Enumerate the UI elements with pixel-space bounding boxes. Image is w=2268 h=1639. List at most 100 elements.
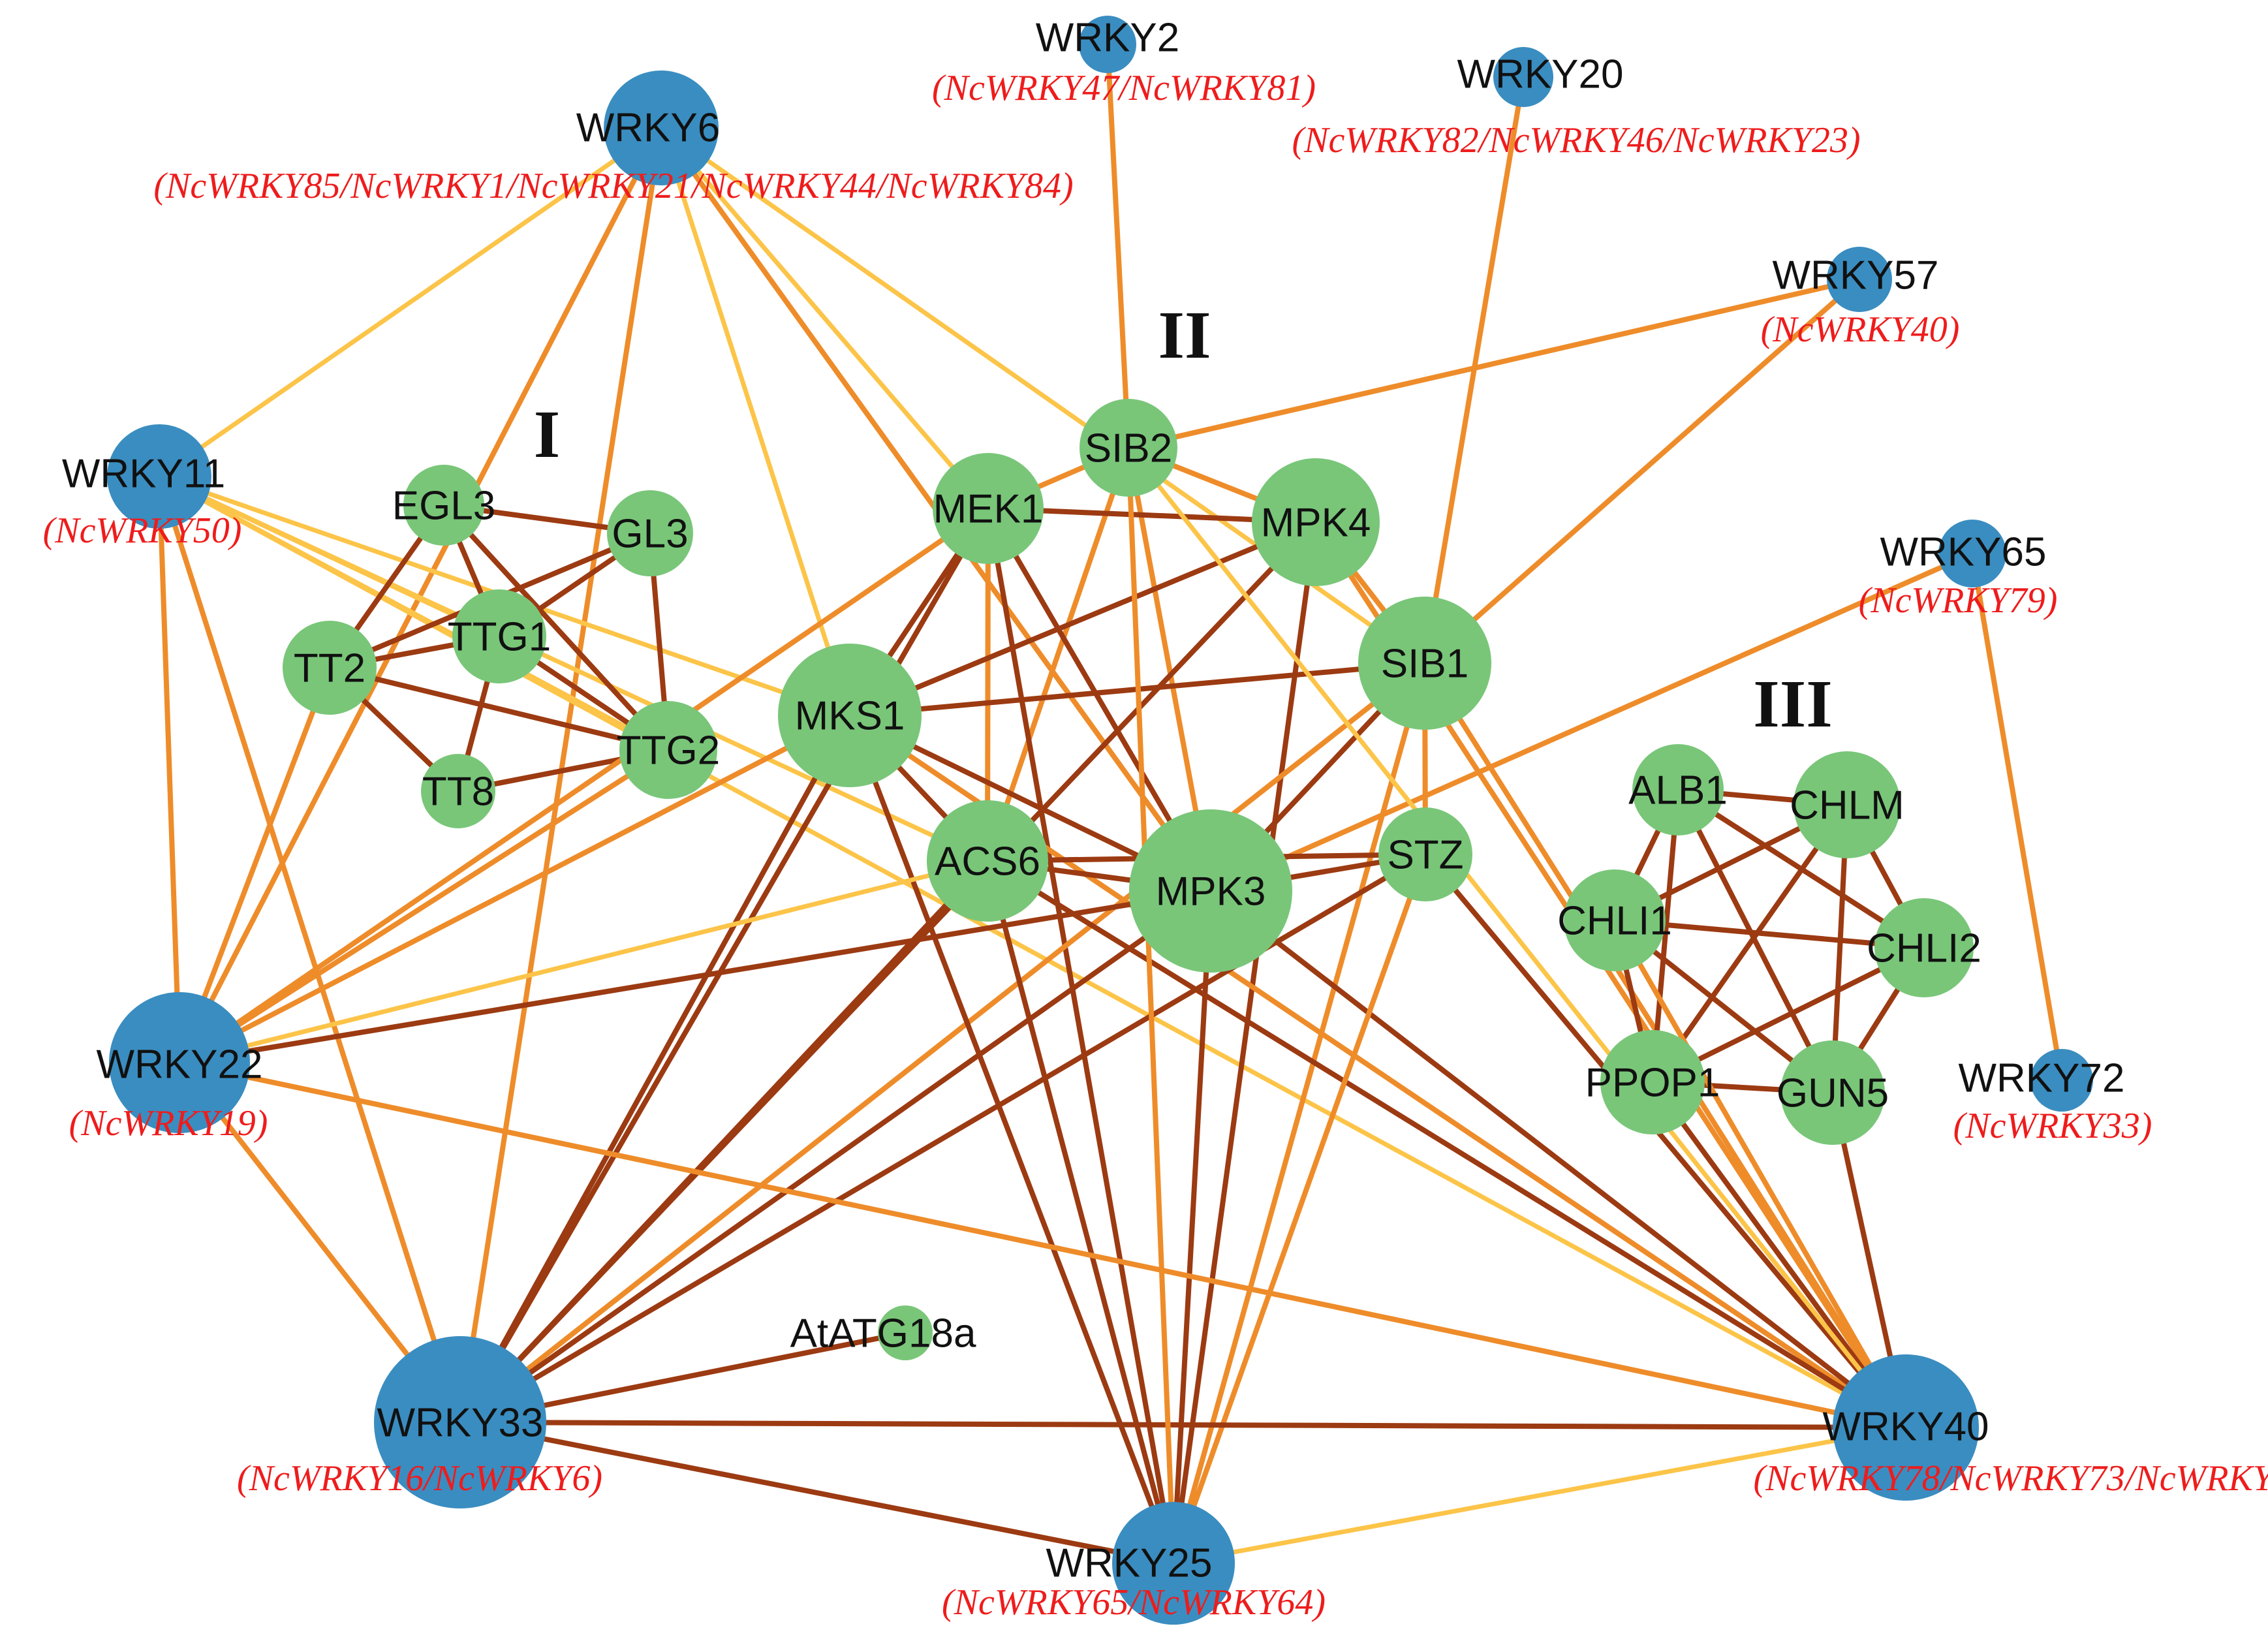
edge-mpk4-mks1	[847, 520, 1318, 718]
edge-chlm-ppop1	[1650, 802, 1850, 1085]
node-ttg1[interactable]	[452, 589, 546, 683]
node-label-wrky22: WRKY22	[97, 1042, 263, 1087]
edge-wrky11-wrky22	[157, 474, 182, 1065]
node-acs6[interactable]	[927, 800, 1048, 922]
cluster-label-iii: III	[1753, 666, 1832, 741]
node-wrky25[interactable]	[1112, 1502, 1235, 1625]
node-gl3[interactable]	[607, 490, 693, 576]
labels-layer: WRKY2(NcWRKY47/NcWRKY81)WRKY20(NcWRKY82/…	[43, 15, 2268, 1622]
node-egl3[interactable]	[403, 465, 484, 546]
node-sib1[interactable]	[1358, 597, 1491, 730]
node-label-sib2: SIB2	[1085, 426, 1172, 471]
edge-mks1-wrky22	[177, 713, 852, 1065]
ortholog-label-wrky11: (NcWRKY50)	[43, 510, 242, 551]
edge-wrky6-mks1	[659, 125, 852, 718]
edge-mpk3-wrky22	[177, 888, 1213, 1065]
edge-wrky2-sib2	[1105, 42, 1131, 450]
node-gun5[interactable]	[1780, 1040, 1885, 1145]
cluster-labels: I II III	[534, 298, 1833, 741]
node-mek1[interactable]	[933, 453, 1044, 564]
node-stz[interactable]	[1378, 807, 1472, 901]
node-label-sib1: SIB1	[1381, 641, 1468, 686]
node-mpk4[interactable]	[1252, 458, 1380, 586]
node-wrky40[interactable]	[1833, 1354, 1979, 1501]
edge-sib2-wrky40	[1126, 445, 1908, 1430]
edge-wrky65-mpk3	[1208, 551, 1975, 894]
ortholog-label-wrky2: (NcWRKY47/NcWRKY81)	[932, 68, 1316, 108]
node-label-wrky72: WRKY72	[1959, 1055, 2125, 1100]
node-wrky65[interactable]	[1938, 520, 2006, 587]
node-ttg2[interactable]	[619, 701, 717, 799]
node-label-ttg2: TTG2	[617, 728, 720, 773]
node-wrky20[interactable]	[1493, 47, 1553, 107]
node-label-wrky2: WRKY2	[1036, 15, 1179, 60]
node-sib2[interactable]	[1080, 399, 1177, 497]
node-tt8[interactable]	[421, 754, 495, 828]
node-wrky72[interactable]	[2030, 1049, 2093, 1112]
ortholog-label-wrky6: (NcWRKY85/NcWRKY1/NcWRKY21/NcWRKY44/NcWR…	[153, 166, 1073, 206]
cluster-label-i: I	[534, 397, 560, 472]
edge-chli1-wrky40	[1612, 918, 1908, 1430]
edge-sib2-wrky25	[1126, 445, 1176, 1566]
edge-stz-wrky40	[1423, 852, 1908, 1430]
edge-wrky11-acs6	[157, 474, 990, 864]
ortholog-label-wrky20: (NcWRKY82/NcWRKY46/NcWRKY23)	[1292, 120, 1860, 161]
edge-wrky33-wrky25	[458, 1420, 1176, 1566]
node-atatg18a[interactable]	[878, 1305, 933, 1360]
edge-alb1-gun5	[1675, 787, 1835, 1095]
edge-acs6-wrky33	[458, 858, 990, 1425]
edge-wrky11-wrky33	[157, 474, 463, 1425]
ortholog-label-wrky25: (NcWRKY65/NcWRKY64)	[942, 1582, 1326, 1623]
node-label-mpk3: MPK3	[1156, 869, 1266, 914]
node-chlm[interactable]	[1794, 751, 1901, 858]
edge-wrky22-wrky40	[177, 1060, 1908, 1430]
node-chli1[interactable]	[1564, 869, 1666, 971]
ortholog-label-wrky22: (NcWRKY19)	[69, 1103, 268, 1144]
node-wrky6[interactable]	[604, 70, 719, 185]
edge-mpk3-wrky40	[1208, 888, 1908, 1430]
node-label-gun5: GUN5	[1777, 1070, 1889, 1116]
edge-wrky65-wrky72	[1970, 551, 2064, 1083]
node-label-mek1: MEK1	[933, 486, 1044, 531]
node-wrky2[interactable]	[1079, 16, 1136, 73]
node-chli2[interactable]	[1874, 898, 1974, 997]
node-label-ppop1: PPOP1	[1585, 1060, 1720, 1105]
node-label-wrky33: WRKY33	[377, 1400, 544, 1445]
ortholog-label-wrky65: (NcWRKY79)	[1859, 580, 2058, 621]
node-wrky22[interactable]	[109, 992, 250, 1133]
node-label-mpk4: MPK4	[1261, 500, 1371, 545]
edge-wrky6-wrky33	[458, 125, 664, 1425]
ortholog-label-wrky72: (NcWRKY33)	[1953, 1106, 2152, 1146]
edge-mek1-wrky33	[458, 506, 991, 1425]
edge-stz-wrky25	[1171, 852, 1428, 1566]
ortholog-label-wrky40: (NcWRKY78/NcWRKY73/NcWRKY49)	[1753, 1458, 2268, 1499]
node-label-mks1: MKS1	[795, 693, 905, 738]
node-alb1[interactable]	[1632, 744, 1724, 835]
node-wrky57[interactable]	[1827, 247, 1892, 312]
edge-acs6-wrky22	[177, 858, 990, 1065]
node-wrky33[interactable]	[374, 1336, 546, 1508]
edge-mpk4-wrky25	[1171, 520, 1318, 1566]
edge-mpk3-wrky33	[458, 888, 1213, 1425]
node-label-stz: STZ	[1387, 832, 1463, 877]
node-wrky11[interactable]	[107, 424, 211, 529]
ortholog-label-wrky33: (NcWRKY16/NcWRKY6)	[237, 1458, 602, 1499]
cluster-label-ii: II	[1158, 298, 1211, 373]
edge-chli1-chli2	[1612, 918, 1927, 950]
node-label-atatg18a: AtATG18a	[790, 1311, 976, 1356]
edge-egl3-ttg2	[441, 503, 671, 753]
node-ppop1[interactable]	[1600, 1030, 1705, 1134]
node-mks1[interactable]	[778, 644, 922, 787]
node-mpk3[interactable]	[1129, 809, 1292, 973]
node-tt2[interactable]	[283, 621, 377, 715]
node-label-wrky65: WRKY65	[1880, 529, 2047, 574]
node-label-wrky40: WRKY40	[1823, 1404, 1989, 1449]
edge-sib1-wrky25	[1171, 661, 1427, 1566]
edge-wrky57-sib1	[1422, 277, 1862, 666]
node-label-chli2: CHLI2	[1867, 926, 1981, 971]
edge-wrky33-wrky40	[458, 1420, 1908, 1430]
edge-wrky25-wrky40	[1171, 1425, 1908, 1566]
edge-wrky11-wrky40	[157, 474, 1908, 1430]
edge-ttg2-wrky22	[177, 747, 671, 1065]
